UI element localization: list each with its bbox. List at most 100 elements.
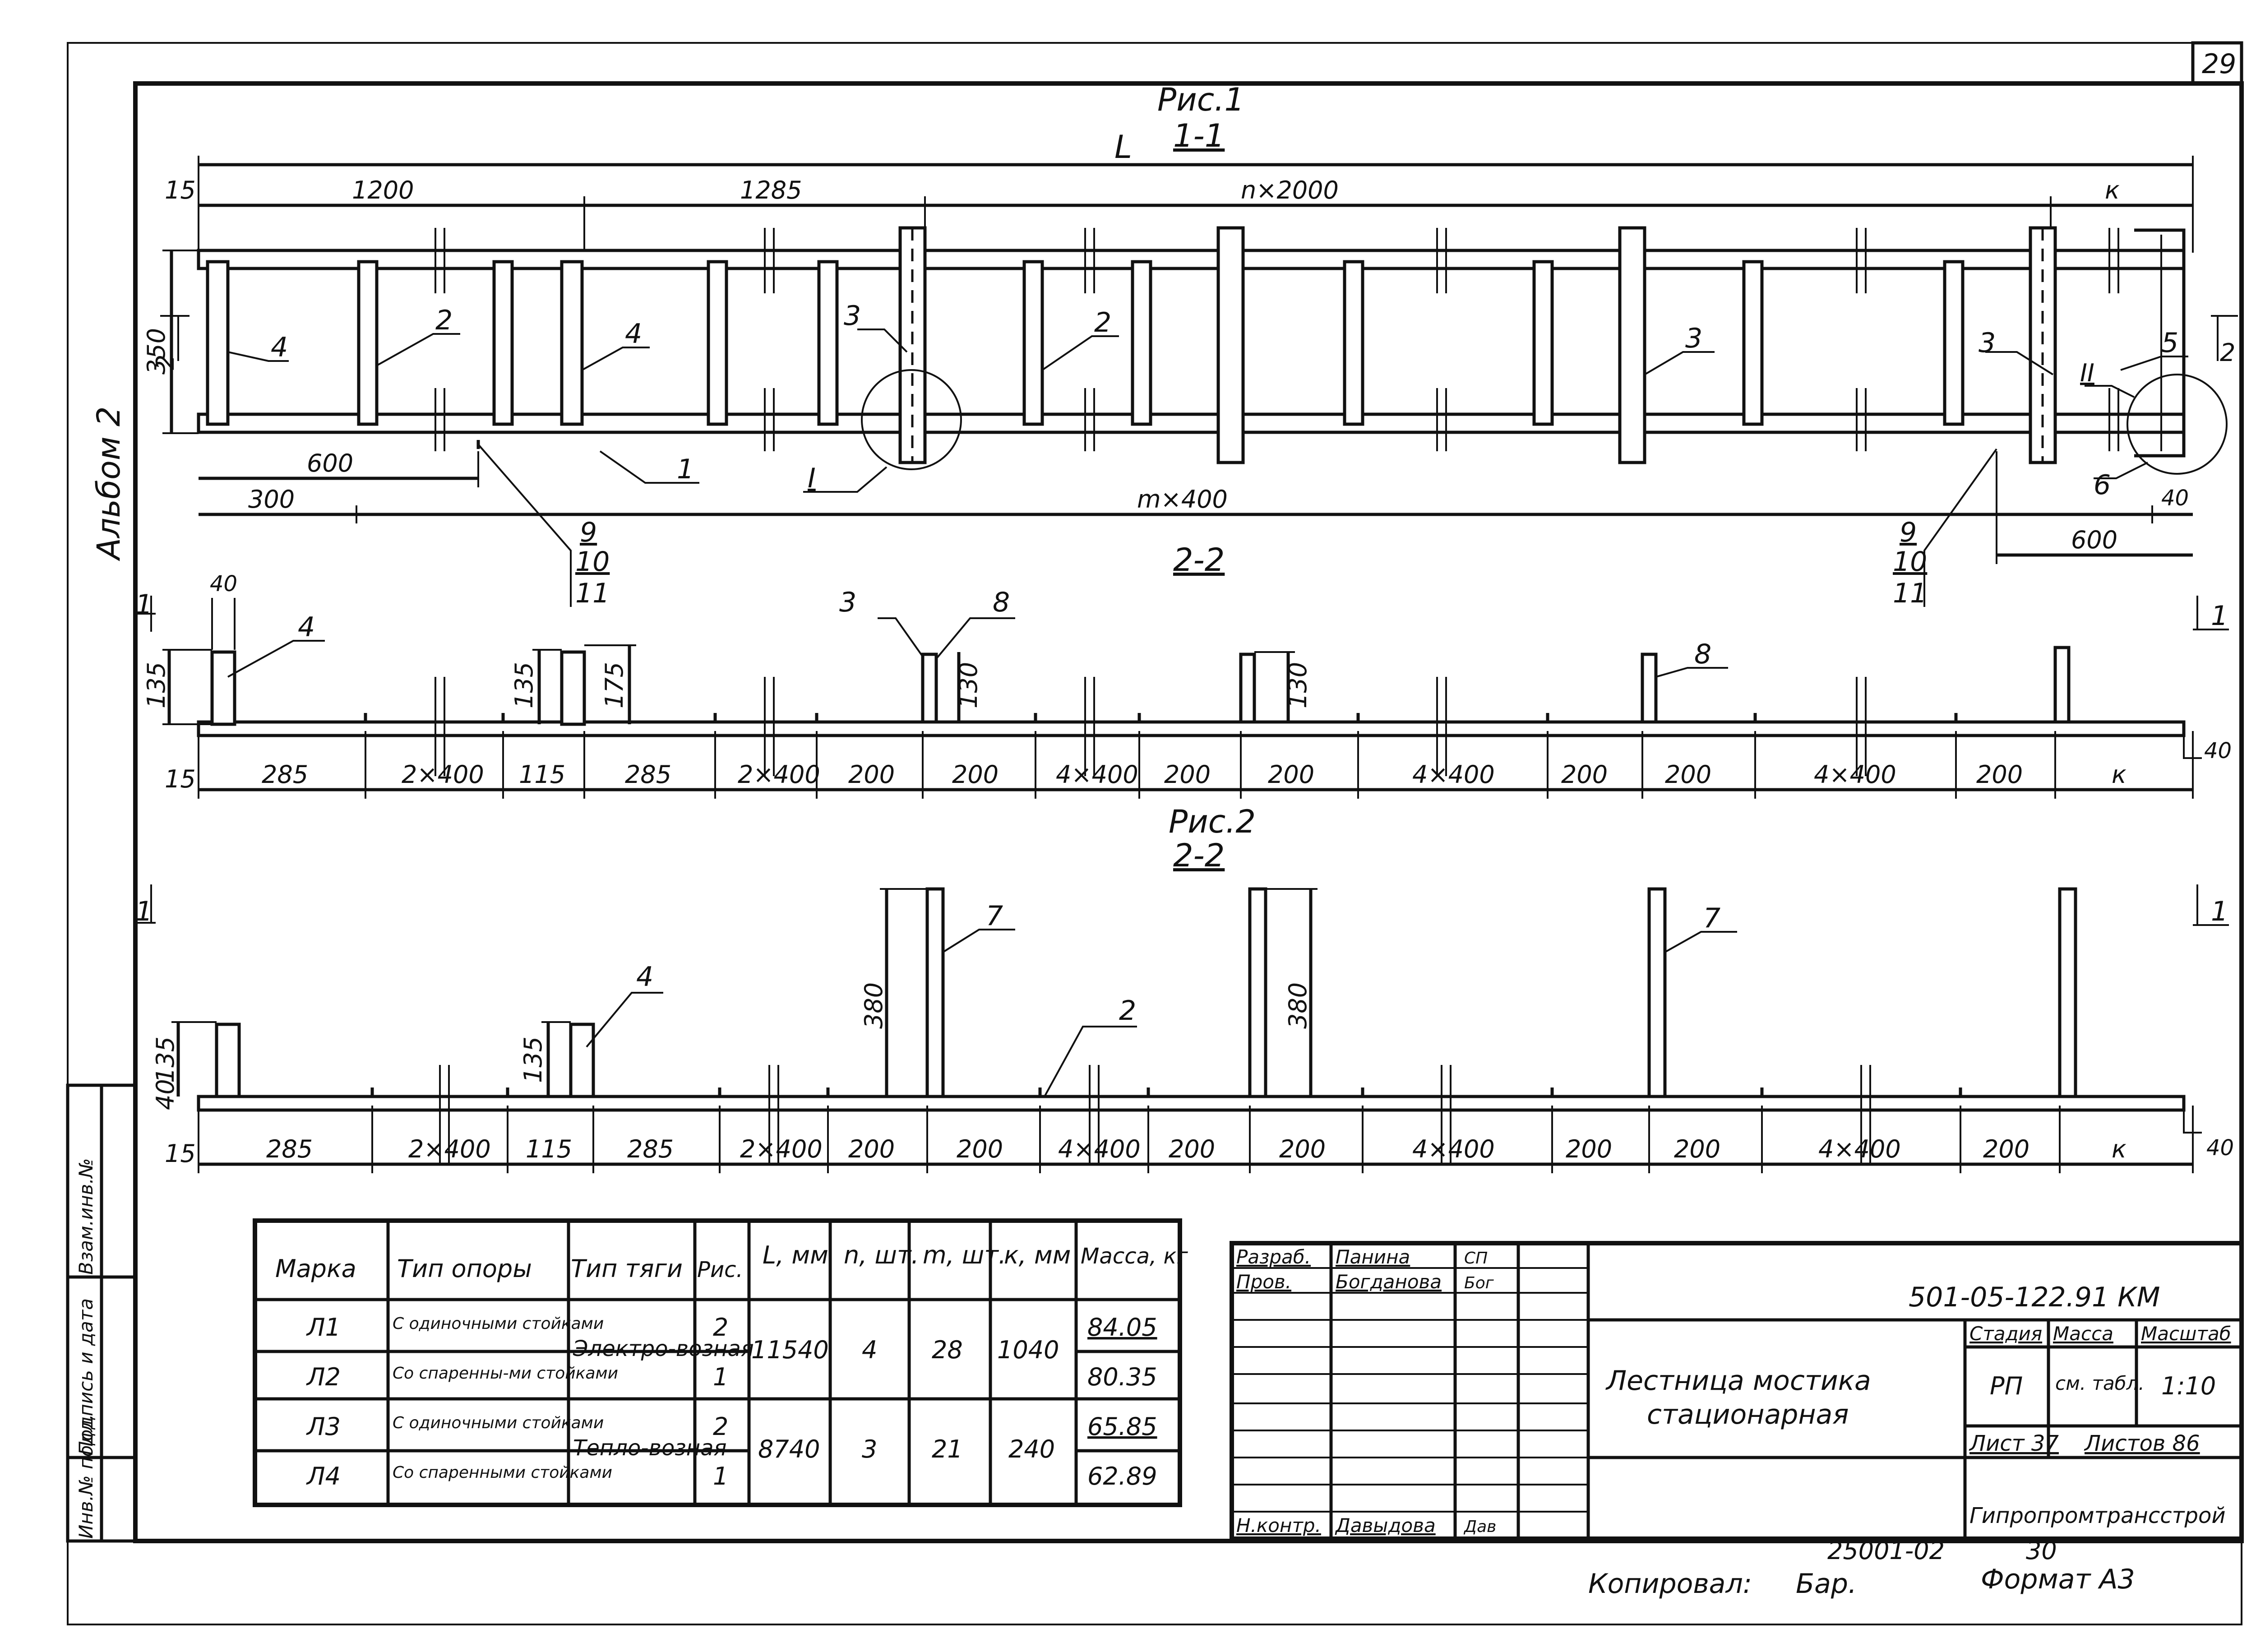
fig1-dim-15: 15 xyxy=(165,176,196,204)
row-traction-2: Тепло-возная xyxy=(573,1435,726,1461)
tb-role-2: Пров. xyxy=(1236,1271,1291,1293)
fig2-dim-200-g: 200 xyxy=(1983,1135,2029,1163)
fig2-mark-1-left: 1 xyxy=(135,896,153,927)
fig2-dim-285-a: 285 xyxy=(266,1135,313,1163)
callout-3-b: 3 xyxy=(1685,323,1702,354)
fig2-post-7-d xyxy=(2058,887,2077,1098)
fig2-h-380-a: 380 xyxy=(860,982,888,1029)
callout-4-a: 4 xyxy=(271,332,288,363)
cell-L-2: 8740 xyxy=(758,1435,820,1463)
stack-9-left: 9 xyxy=(580,517,597,548)
row-traction-1: Электро-возная xyxy=(573,1336,754,1361)
sec1-post-8-b xyxy=(1641,652,1658,724)
fig2-dim-15: 15 xyxy=(165,1139,196,1168)
fig2-dim-k: к xyxy=(2112,1135,2127,1163)
fig2-dim-115: 115 xyxy=(526,1135,572,1163)
copied-label: Копировал: xyxy=(1588,1568,1752,1600)
row-fig-3: 2 xyxy=(713,1412,728,1441)
fig1-dim-600-left: 600 xyxy=(307,449,353,477)
tb-sign-2: Бог xyxy=(1464,1274,1494,1292)
fig1-section: 2-2 1 1 xyxy=(133,541,2232,799)
stack-10-left: 10 xyxy=(575,546,610,578)
fig2-dim-40-right: 40 xyxy=(2206,1135,2234,1161)
callout-6: 6 xyxy=(2094,469,2111,501)
fig2-h-380-b: 380 xyxy=(1284,982,1312,1029)
fig1-dim-m400: m×400 xyxy=(1137,485,1228,514)
rung-2-c xyxy=(707,260,728,426)
sec1-h-135-b: 135 xyxy=(510,662,538,708)
cell-mass-3: 65.85 xyxy=(1087,1412,1157,1441)
sec1-dim-200-d: 200 xyxy=(1268,760,1314,789)
fig1-sec-mark-right: 2 xyxy=(2220,338,2235,367)
tb-scale: 1:10 xyxy=(2161,1372,2216,1400)
fig1-dim-L: L xyxy=(1114,129,1132,166)
cell-m-1: 28 xyxy=(932,1336,963,1364)
fig2-dim-200-a: 200 xyxy=(848,1135,895,1163)
sec1-dim-200-c: 200 xyxy=(1164,760,1211,789)
rung-2-d xyxy=(817,260,839,426)
sec1-dim-2x400-b: 2×400 xyxy=(738,760,820,789)
th-k: к, мм xyxy=(1004,1241,1071,1269)
sec1-dim-4x400-c: 4×400 xyxy=(1814,760,1896,789)
callout-2-a: 2 xyxy=(435,305,453,336)
sec1-callout-4: 4 xyxy=(298,611,315,643)
sec1-post-8-a xyxy=(1239,652,1256,724)
cell-mass-2: 80.35 xyxy=(1087,1363,1157,1391)
row-mark-2: Л2 xyxy=(306,1363,341,1391)
spec-table: Марка Тип опоры Тип тяги Рис. L, мм n, ш… xyxy=(253,1218,1188,1507)
th-L: L, мм xyxy=(763,1241,828,1269)
sec1-dim-40-right: 40 xyxy=(2204,738,2232,764)
copy-number-2: 30 xyxy=(2026,1536,2057,1565)
tb-sign-1: СП xyxy=(1464,1249,1488,1268)
rung-2-e xyxy=(1022,260,1044,426)
sec1-h-135-a: 135 xyxy=(142,662,171,708)
copied-by: Бар. xyxy=(1796,1568,1857,1600)
inner-frame xyxy=(133,81,2244,1543)
format-label: Формат А3 xyxy=(1981,1564,2135,1595)
sec1-rung-4-b xyxy=(560,650,586,726)
fig1-section-2-2: 2-2 xyxy=(1173,541,1225,578)
fig1-dim-1200: 1200 xyxy=(352,176,414,204)
th-traction: Тип тяги xyxy=(571,1254,683,1283)
th-mass: Масса, кг xyxy=(1081,1244,1188,1269)
sec1-post-3-a xyxy=(921,652,938,724)
fig1-label: Рис.1 xyxy=(1157,81,1244,118)
sec1-dim-15: 15 xyxy=(165,765,196,793)
sec1-base-rail xyxy=(197,720,2186,737)
fig1-dim-k: к xyxy=(2105,176,2120,204)
fig1-dim-40: 40 xyxy=(2161,486,2189,511)
fig2-dim-2x400-b: 2×400 xyxy=(740,1135,823,1163)
fig2-dim-200-b: 200 xyxy=(957,1135,1003,1163)
album-label: Альбом 2 xyxy=(90,407,127,561)
tb-sign-3: Дав xyxy=(1463,1518,1496,1536)
row-fig-1: 2 xyxy=(713,1313,728,1342)
callout-I: I xyxy=(808,463,816,494)
sec1-dim-200-g: 200 xyxy=(1976,760,2023,789)
tb-mass: см. табл. xyxy=(2055,1372,2145,1394)
rung-2-g xyxy=(1343,260,1364,426)
detail-circle-II xyxy=(2127,374,2228,475)
fig2-section: Рис.2 2-2 1 1 xyxy=(133,803,2234,1173)
fig2-h-40: 40 xyxy=(151,1079,180,1110)
sec1-post-8-c xyxy=(2053,646,2071,724)
fig2-dim-200-d: 200 xyxy=(1279,1135,1326,1163)
fig2-callout-7-a: 7 xyxy=(986,900,1003,932)
cell-k-2: 240 xyxy=(1008,1435,1055,1463)
fig2-mark-1-right: 1 xyxy=(2211,896,2228,927)
fig1-section-1-1: 1-1 xyxy=(1173,117,1225,154)
callout-II: II xyxy=(2080,359,2094,387)
row-support-4: Со спаренными стойками xyxy=(393,1463,612,1482)
fig1-mark-1-right: 1 xyxy=(2211,600,2228,632)
fig2-post-7-c xyxy=(1647,887,1667,1098)
callout-3-a: 3 xyxy=(844,300,861,332)
th-m: m, шт. xyxy=(923,1241,1006,1269)
sec1-dim-200-b: 200 xyxy=(952,760,999,789)
tb-stage: РП xyxy=(1990,1372,2023,1400)
rung-4-a xyxy=(206,260,230,426)
row-support-1: С одиночными стойками xyxy=(393,1314,604,1333)
cell-n-1: 4 xyxy=(862,1336,877,1364)
fig1-mark-1-left: 1 xyxy=(135,589,153,620)
rung-2-j xyxy=(1943,260,1965,426)
sec1-dim-115: 115 xyxy=(519,760,565,789)
fig2-rung-4-b xyxy=(569,1023,595,1098)
